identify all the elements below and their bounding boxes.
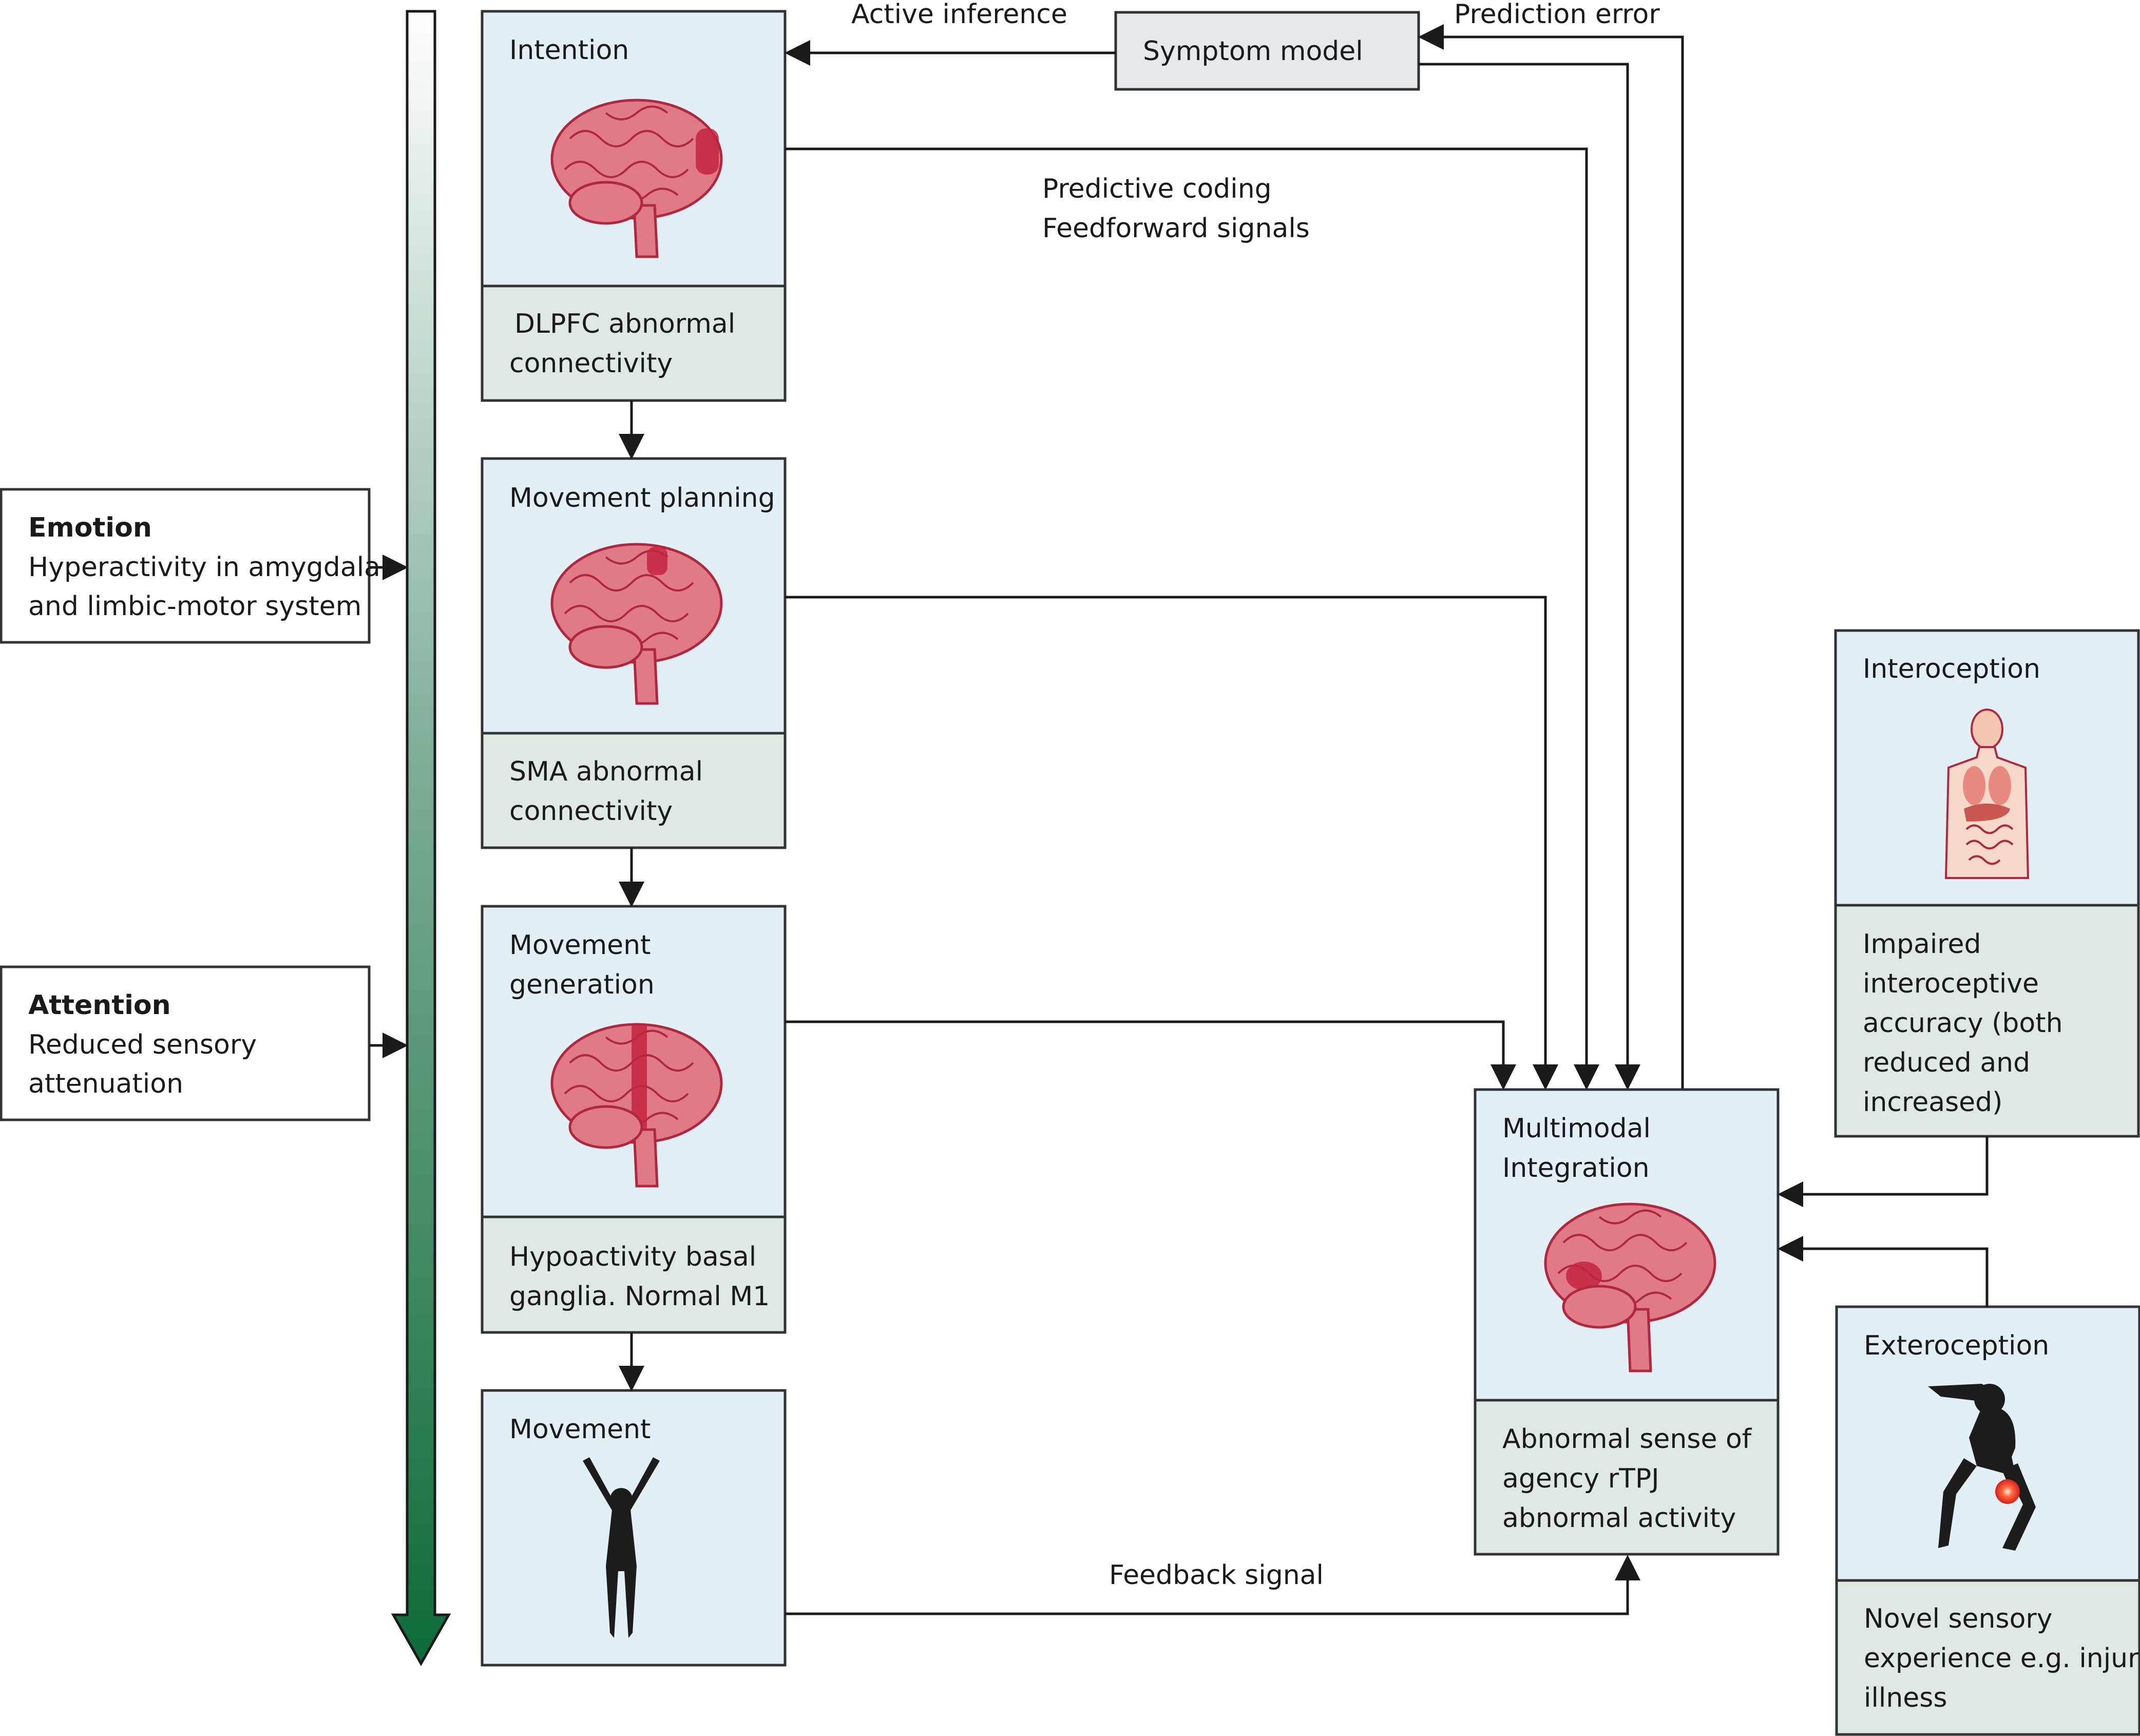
- interoception-caption-4: reduced and: [1863, 1047, 2030, 1078]
- interoception-to-integration-arrow: [1778, 1136, 1989, 1207]
- attention-line-1: Reduced sensory: [28, 1029, 257, 1060]
- intention-feedforward-arrow: [785, 147, 1599, 1090]
- exteroception-node: Exteroception Novel sensory experience e…: [1835, 1305, 2140, 1736]
- movement-node: Movement: [481, 1389, 787, 1667]
- exteroception-caption-1: Novel sensory: [1864, 1604, 2053, 1634]
- symptom-model-box: Symptom model: [1114, 11, 1420, 91]
- active-inference-label: Active inference: [851, 0, 1067, 30]
- symptom-model-title: Symptom model: [1143, 36, 1363, 67]
- planning-title: Movement planning: [509, 483, 775, 513]
- integration-caption-2: agency rTPJ: [1502, 1463, 1659, 1494]
- raised-arms-figure-icon: [583, 1457, 660, 1638]
- prediction-error-arrow: [1418, 24, 1684, 1090]
- intention-caption-1: DLPFC abnormal: [514, 309, 735, 339]
- exteroception-title: Exteroception: [1864, 1330, 2049, 1361]
- movement-title: Movement: [509, 1414, 651, 1445]
- integration-caption-3: abnormal activity: [1502, 1503, 1736, 1534]
- planning-feedforward-arrow: [785, 596, 1558, 1090]
- exteroception-caption-2: experience e.g. injury,: [1864, 1643, 2140, 1674]
- feedback-signal-arrow: [785, 1555, 1640, 1615]
- interoception-title: Interoception: [1863, 654, 2040, 684]
- attention-box: Attention Reduced sensory attenuation: [0, 965, 371, 1121]
- generation-caption-2: ganglia. Normal M1: [509, 1281, 770, 1312]
- interoception-caption-5: increased): [1863, 1087, 2002, 1118]
- feedback-signal-label: Feedback signal: [1109, 1560, 1324, 1591]
- intention-caption-2: connectivity: [509, 348, 673, 379]
- generation-node: Movement generation Hypoactivity basal g…: [481, 905, 787, 1334]
- emotion-box: Emotion Hyperactivity in amygdala and li…: [0, 488, 380, 644]
- intention-title: Intention: [509, 35, 629, 66]
- injury-spot-icon: [1995, 1479, 2020, 1504]
- exteroception-to-integration-arrow: [1778, 1236, 1989, 1307]
- attention-title: Attention: [28, 990, 171, 1021]
- feedforward-signals-label: Feedforward signals: [1042, 213, 1310, 244]
- integration-caption-1: Abnormal sense of: [1502, 1424, 1752, 1455]
- brain-icon: [550, 543, 723, 705]
- prediction-error-label: Prediction error: [1454, 0, 1660, 30]
- interoception-caption-3: accuracy (both: [1863, 1008, 2063, 1039]
- integration-node: Multimodal Integration Abnormal sense of…: [1474, 1088, 1780, 1556]
- intention-node: Intention DLPFC abnormal connectivity: [481, 10, 787, 402]
- predictive-coding-label: Predictive coding: [1042, 174, 1272, 204]
- discus-thrower-figure-icon: [1928, 1384, 2036, 1551]
- exteroception-caption-3: illness: [1864, 1683, 1947, 1713]
- emotion-title: Emotion: [28, 512, 152, 543]
- planning-caption-1: SMA abnormal: [509, 756, 703, 787]
- emotion-line-2: and limbic-motor system: [28, 591, 361, 622]
- generation-feedforward-arrow: [785, 1020, 1516, 1090]
- brain-icon: [1544, 1203, 1716, 1372]
- brain-icon: [550, 99, 723, 258]
- human-torso-icon: [1944, 709, 2030, 879]
- generation-caption-1: Hypoactivity basal: [509, 1242, 756, 1272]
- interoception-node: Interoception Impaired interoceptive acc…: [1834, 629, 2140, 1138]
- integration-title-2: Integration: [1502, 1153, 1650, 1184]
- attention-line-2: attenuation: [28, 1069, 183, 1099]
- generation-title-1: Movement: [509, 930, 651, 961]
- brain-icon: [550, 1023, 723, 1188]
- time-gradient-arrow: [391, 10, 451, 1667]
- planning-node: Movement planning SMA abnormal connectiv…: [481, 457, 787, 849]
- generation-title-2: generation: [509, 969, 655, 1000]
- symptom-to-integration-arrow: [1419, 63, 1640, 1090]
- planning-caption-2: connectivity: [509, 796, 673, 827]
- interoception-caption-1: Impaired: [1863, 929, 1981, 960]
- interoception-caption-2: interoceptive: [1863, 968, 2039, 999]
- integration-title-1: Multimodal: [1502, 1113, 1651, 1144]
- emotion-line-1: Hyperactivity in amygdala: [28, 552, 380, 583]
